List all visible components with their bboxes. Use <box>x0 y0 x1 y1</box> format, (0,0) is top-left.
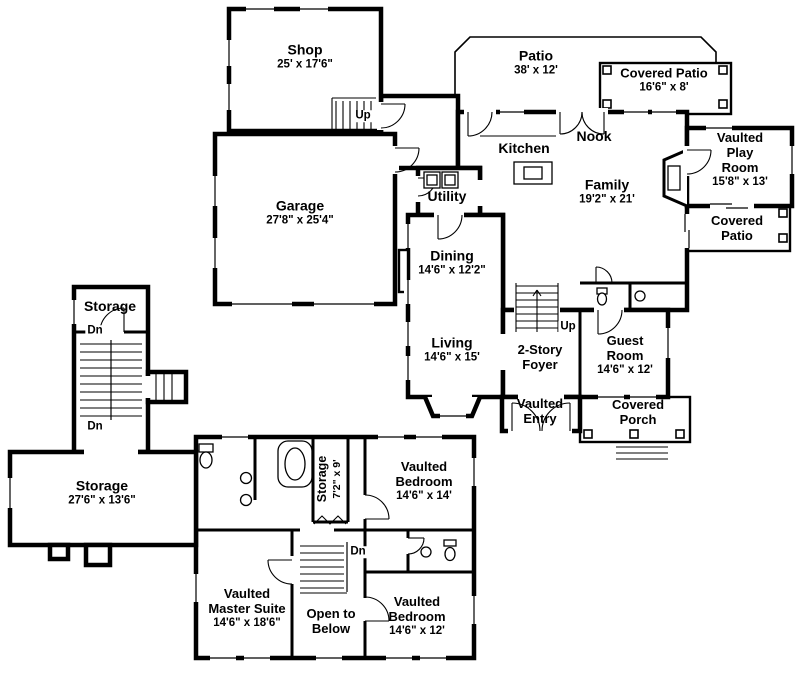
room-label-utility: Utility <box>427 187 467 204</box>
covered-patio-top-outline <box>598 61 733 116</box>
stair-label-up-foyer: Up <box>558 320 578 333</box>
toilet-tank-2 <box>198 443 214 453</box>
room-label-open-to-below: Open to Below <box>306 605 356 636</box>
room-label-nook: Nook <box>576 127 612 144</box>
outdoor-areas <box>454 36 792 460</box>
storage-bump-1 <box>47 542 71 562</box>
room-label-foyer: 2-Story Foyer <box>517 341 563 372</box>
stair-label-dn-second-floor: Dn <box>348 545 368 558</box>
toilet <box>596 292 608 306</box>
room-label-storage-upper: Storage <box>83 297 137 314</box>
sink-2 <box>239 471 253 485</box>
room-label-covered-patio-right: Covered Patio <box>710 212 764 243</box>
toilet-3 <box>444 546 456 562</box>
garage-walls <box>212 131 398 307</box>
closet-bifold-door <box>313 515 347 525</box>
fixtures <box>198 161 646 562</box>
sink <box>634 290 646 302</box>
stair-label-dn-storage-bottom: Dn <box>85 420 105 433</box>
interior-walls <box>74 135 687 658</box>
dining-living-walls <box>405 212 506 400</box>
doors <box>99 103 712 622</box>
storage-bump-2 <box>83 542 113 568</box>
room-label-kitchen: Kitchen <box>498 139 550 156</box>
toilet-2 <box>199 451 213 469</box>
stair-label-up-shop: Up <box>353 109 373 122</box>
dining-buffet-bump <box>397 248 410 294</box>
room-label-entry: Vaulted Entry <box>516 395 564 426</box>
windows-and-openings <box>6 5 796 662</box>
toilet-tank-3 <box>443 539 457 547</box>
storage-main-walls <box>7 449 199 548</box>
cooktop <box>523 166 543 180</box>
stair-label-dn-storage-top: Dn <box>85 324 105 337</box>
storage-landing-walls <box>145 369 189 405</box>
sink-4 <box>420 546 432 558</box>
sink-3 <box>239 493 253 507</box>
room-label-porch: Covered Porch <box>611 396 665 427</box>
